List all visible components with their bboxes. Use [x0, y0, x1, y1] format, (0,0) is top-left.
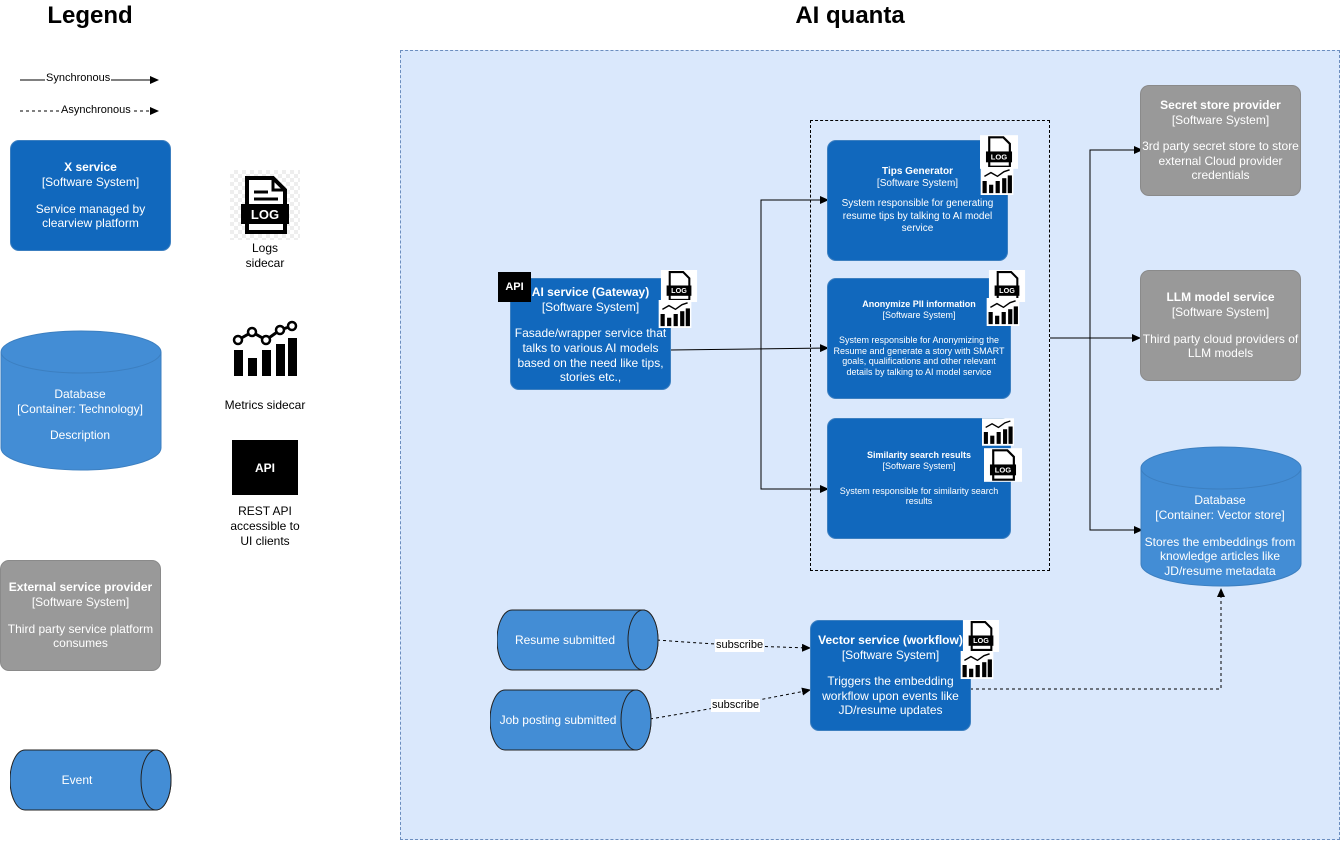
legend-x-service-type: [Software System] — [41, 174, 140, 189]
vector-to-database-arrow — [970, 588, 1225, 690]
api-caption: REST API accessible to UI clients — [230, 504, 300, 548]
svg-text:LOG: LOG — [995, 466, 1012, 475]
legend-title: Legend — [47, 2, 133, 29]
legend-event-label: Event — [61, 773, 93, 787]
vector-service-type: [Software System] — [841, 647, 940, 662]
anonymize-type: [Software System] — [882, 309, 956, 320]
ai-gateway-service[interactable]: AI service (Gateway) [Software System] F… — [510, 278, 671, 390]
ai-services-subgroup[interactable] — [810, 120, 1050, 571]
gateway-to-similarity-arrow — [760, 349, 829, 493]
tips-metrics-icon — [980, 167, 1014, 195]
legend-metrics-icon — [230, 320, 300, 380]
gateway-log-icon: LOG — [660, 270, 698, 302]
anonymize-metrics-icon — [986, 298, 1020, 326]
legend-log-icon: LOG — [230, 170, 300, 240]
gateway-metrics-icon — [658, 300, 692, 328]
synchronous-label: Synchronous — [45, 72, 112, 86]
anonymize-title: Anonymize PII information — [862, 298, 976, 309]
llm-model-service[interactable]: LLM model service [Software System] Thir… — [1140, 270, 1301, 381]
vector-service-workflow[interactable]: Vector service (workflow) [Software Syst… — [810, 620, 971, 731]
subscribe-label-job: subscribe — [711, 699, 761, 713]
similarity-metrics-icon — [982, 418, 1014, 446]
anonymize-description: System responsible for Anonymizing the R… — [833, 334, 1005, 378]
vector-database-type: [Container: Vector store] — [1155, 508, 1285, 523]
vector-service-title: Vector service (workflow) — [818, 632, 963, 647]
vector-metrics-icon — [960, 651, 994, 679]
legend-external-type: [Software System] — [31, 594, 130, 609]
legend-x-service-title: X service — [64, 160, 117, 175]
legend-database-type: [Container: Technology] — [17, 401, 143, 416]
legend-external-service[interactable]: External service provider [Software Syst… — [0, 560, 161, 671]
vector-database-description: Stores the embeddings from knowledge art… — [1144, 534, 1296, 578]
anonymize-log-icon: LOG — [988, 270, 1026, 302]
vector-database-text: Database [Container: Vector store] Store… — [1140, 490, 1300, 582]
llm-title: LLM model service — [1166, 290, 1275, 305]
legend-x-service-description: Service managed by clearview platform — [35, 201, 146, 231]
tips-type: [Software System] — [876, 178, 959, 190]
asynchronous-label: Asynchronous — [60, 104, 132, 118]
job-subscribe-arrow — [649, 687, 811, 720]
tips-title: Tips Generator — [882, 166, 953, 178]
secret-store-description: 3rd party secret store to store external… — [1142, 139, 1299, 183]
gateway-api-badge-icon: API — [498, 272, 531, 302]
svg-text:LOG: LOG — [671, 286, 687, 295]
tips-log-icon: LOG — [980, 135, 1018, 169]
tips-generator-service[interactable]: Tips Generator [Software System] System … — [827, 140, 1008, 261]
gateway-to-anonymize-arrow — [669, 344, 829, 353]
anonymize-pii-service[interactable]: Anonymize PII information [Software Syst… — [827, 278, 1011, 399]
metrics-sidecar-caption: Metrics sidecar — [224, 398, 306, 412]
svg-text:LOG: LOG — [999, 286, 1015, 295]
secret-store-type: [Software System] — [1171, 112, 1270, 127]
svg-text:LOG: LOG — [973, 636, 989, 645]
log-icon-text: LOG — [251, 207, 279, 222]
legend-external-description: Third party service platform consumes — [7, 621, 154, 651]
llm-type: [Software System] — [1171, 304, 1270, 319]
diagram-title: AI quanta — [795, 2, 905, 29]
resume-submitted-label: Resume submitted — [514, 633, 616, 647]
similarity-title: Similarity search results — [866, 449, 972, 460]
legend-database-cylinder[interactable] — [0, 330, 162, 472]
tips-description: System responsible for generating resume… — [841, 198, 994, 234]
services-to-database-arrow — [1089, 338, 1143, 534]
job-posting-label: Job posting submitted — [499, 713, 617, 727]
llm-description: Third party cloud providers of LLM model… — [1142, 331, 1299, 361]
job-posting-event[interactable] — [490, 689, 652, 752]
gateway-type: [Software System] — [541, 299, 640, 314]
similarity-log-icon: LOG — [984, 448, 1022, 482]
legend-database-title: Database — [54, 387, 106, 402]
legend-event-cylinder[interactable] — [10, 749, 172, 812]
secret-store-provider[interactable]: Secret store provider [Software System] … — [1140, 85, 1301, 196]
vector-log-icon: LOG — [962, 620, 1000, 652]
svg-text:LOG: LOG — [991, 153, 1008, 162]
gateway-description: Fasade/wrapper service that talks to var… — [514, 326, 667, 385]
legend-database-text: Database [Container: Technology] Descrip… — [0, 375, 160, 455]
gateway-to-tips-arrow — [760, 196, 829, 349]
gateway-title: AI service (Gateway) — [531, 285, 650, 299]
subscribe-label-resume: subscribe — [715, 639, 765, 653]
legend-api-badge-icon: API — [232, 440, 298, 495]
vector-database-cylinder[interactable] — [1140, 446, 1302, 588]
secret-store-title: Secret store provider — [1160, 97, 1281, 112]
legend-x-service[interactable]: X service [Software System] Service mana… — [10, 140, 171, 251]
services-to-secret-store-arrow — [1089, 146, 1143, 338]
vector-service-description: Triggers the embedding workflow upon eve… — [822, 674, 959, 718]
logs-sidecar-caption: Logs sidecar — [245, 241, 285, 270]
legend-external-title: External service provider — [8, 580, 153, 595]
similarity-type: [Software System] — [882, 460, 956, 471]
resume-submitted-event[interactable] — [497, 609, 659, 672]
vector-database-title: Database — [1194, 493, 1246, 508]
similarity-description: System responsible for similarity search… — [839, 485, 999, 507]
legend-database-description: Description — [49, 428, 111, 443]
